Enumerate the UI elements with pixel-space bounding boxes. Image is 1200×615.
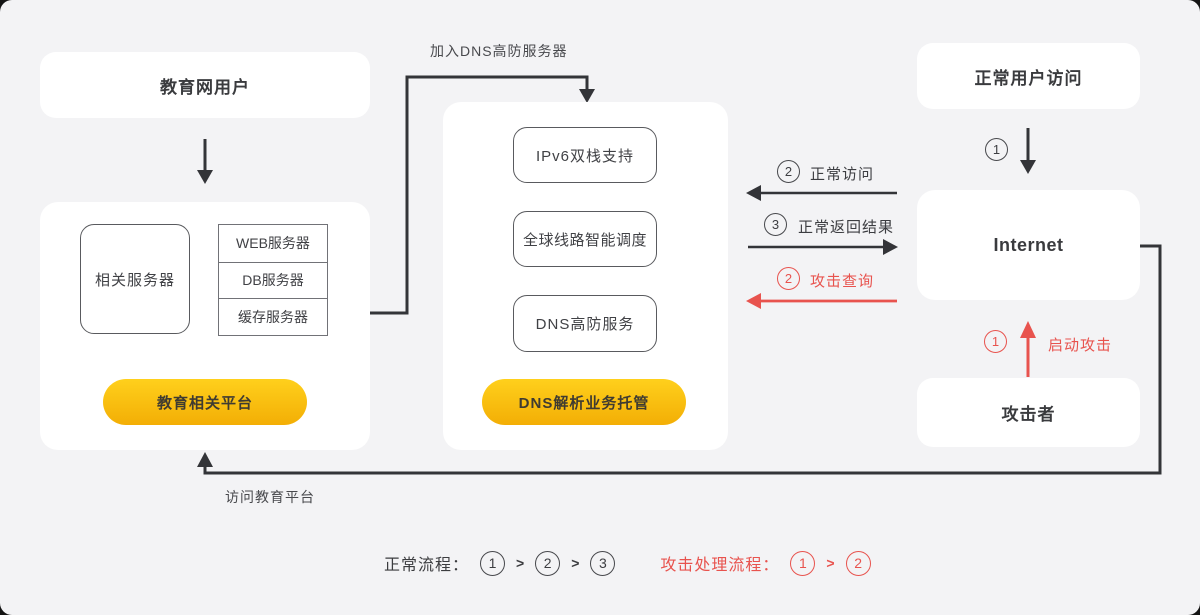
server-table: WEB服务器 DB服务器 缓存服务器 xyxy=(218,224,328,336)
feature-ipv6-box: IPv6双栈支持 xyxy=(513,127,657,183)
internet-box: Internet xyxy=(917,190,1140,300)
step-circle-launch-attack: 1 xyxy=(984,330,1007,353)
step-circle-attack-query: 2 xyxy=(777,267,800,290)
edu-platform-pill: 教育相关平台 xyxy=(103,379,307,425)
related-servers-box: 相关服务器 xyxy=(80,224,190,334)
feature-routing-box: 全球线路智能调度 xyxy=(513,211,657,267)
edu-users-title: 教育网用户 xyxy=(160,77,250,97)
legend-attack-step-1: 1 xyxy=(790,550,816,576)
edu-users-box: 教育网用户 xyxy=(40,52,370,118)
arrow-launch-attack-icon xyxy=(1020,321,1036,377)
legend-separator: > xyxy=(571,555,580,571)
feature-routing-label: 全球线路智能调度 xyxy=(522,231,647,249)
arrow-attack-query-icon xyxy=(746,293,897,309)
normal-return-label: 正常返回结果 xyxy=(798,219,895,236)
arrow-user-down-icon xyxy=(1020,128,1036,174)
feature-dns-defense-label: DNS高防服务 xyxy=(535,316,635,333)
legend-attack-step-2: 2 xyxy=(845,550,871,576)
dns-hosting-pill: DNS解析业务托管 xyxy=(482,379,686,425)
internet-title: Internet xyxy=(993,234,1064,255)
legend-separator: > xyxy=(826,555,835,571)
normal-access-label: 正常访问 xyxy=(810,166,875,183)
legend-normal-step-1: 1 xyxy=(480,550,506,576)
feature-ipv6-label: IPv6双栈支持 xyxy=(535,147,634,165)
normal-user-title: 正常用户访问 xyxy=(974,68,1083,88)
launch-attack-label: 启动攻击 xyxy=(1048,337,1113,354)
legend-normal-label: 正常流程： xyxy=(384,557,470,574)
legend-normal-step-2: 2 xyxy=(535,550,561,576)
attack-query-label: 攻击查询 xyxy=(810,273,875,290)
step-circle-normal-return: 3 xyxy=(764,213,787,236)
step-circle-user-access: 1 xyxy=(985,138,1008,161)
server-row-db: DB服务器 xyxy=(219,261,327,299)
return-path-label: 访问教育平台 xyxy=(225,489,315,505)
feature-dns-defense-box: DNS高防服务 xyxy=(513,295,657,352)
related-servers-label: 相关服务器 xyxy=(94,271,175,289)
server-row-cache: 缓存服务器 xyxy=(219,298,327,335)
join-dns-label: 加入DNS高防服务器 xyxy=(430,43,568,59)
arrow-normal-access-icon xyxy=(746,185,897,201)
dns-hosting-pill-label: DNS解析业务托管 xyxy=(518,394,650,412)
legend-separator: > xyxy=(516,555,525,571)
attacker-box: 攻击者 xyxy=(917,378,1140,447)
flow-legend: 正常流程： 1 > 2 > 3 攻击处理流程： 1 > 2 xyxy=(384,549,871,577)
arrow-edu-down-icon xyxy=(197,139,213,184)
normal-user-box: 正常用户访问 xyxy=(917,43,1140,109)
server-row-web: WEB服务器 xyxy=(236,235,310,252)
step-circle-normal-access: 2 xyxy=(777,160,800,183)
legend-normal-step-3: 3 xyxy=(590,550,616,576)
legend-attack-label: 攻击处理流程： xyxy=(660,557,780,574)
edu-platform-pill-label: 教育相关平台 xyxy=(156,394,253,412)
attacker-title: 攻击者 xyxy=(1001,405,1056,424)
arrow-normal-return-icon xyxy=(748,239,898,255)
